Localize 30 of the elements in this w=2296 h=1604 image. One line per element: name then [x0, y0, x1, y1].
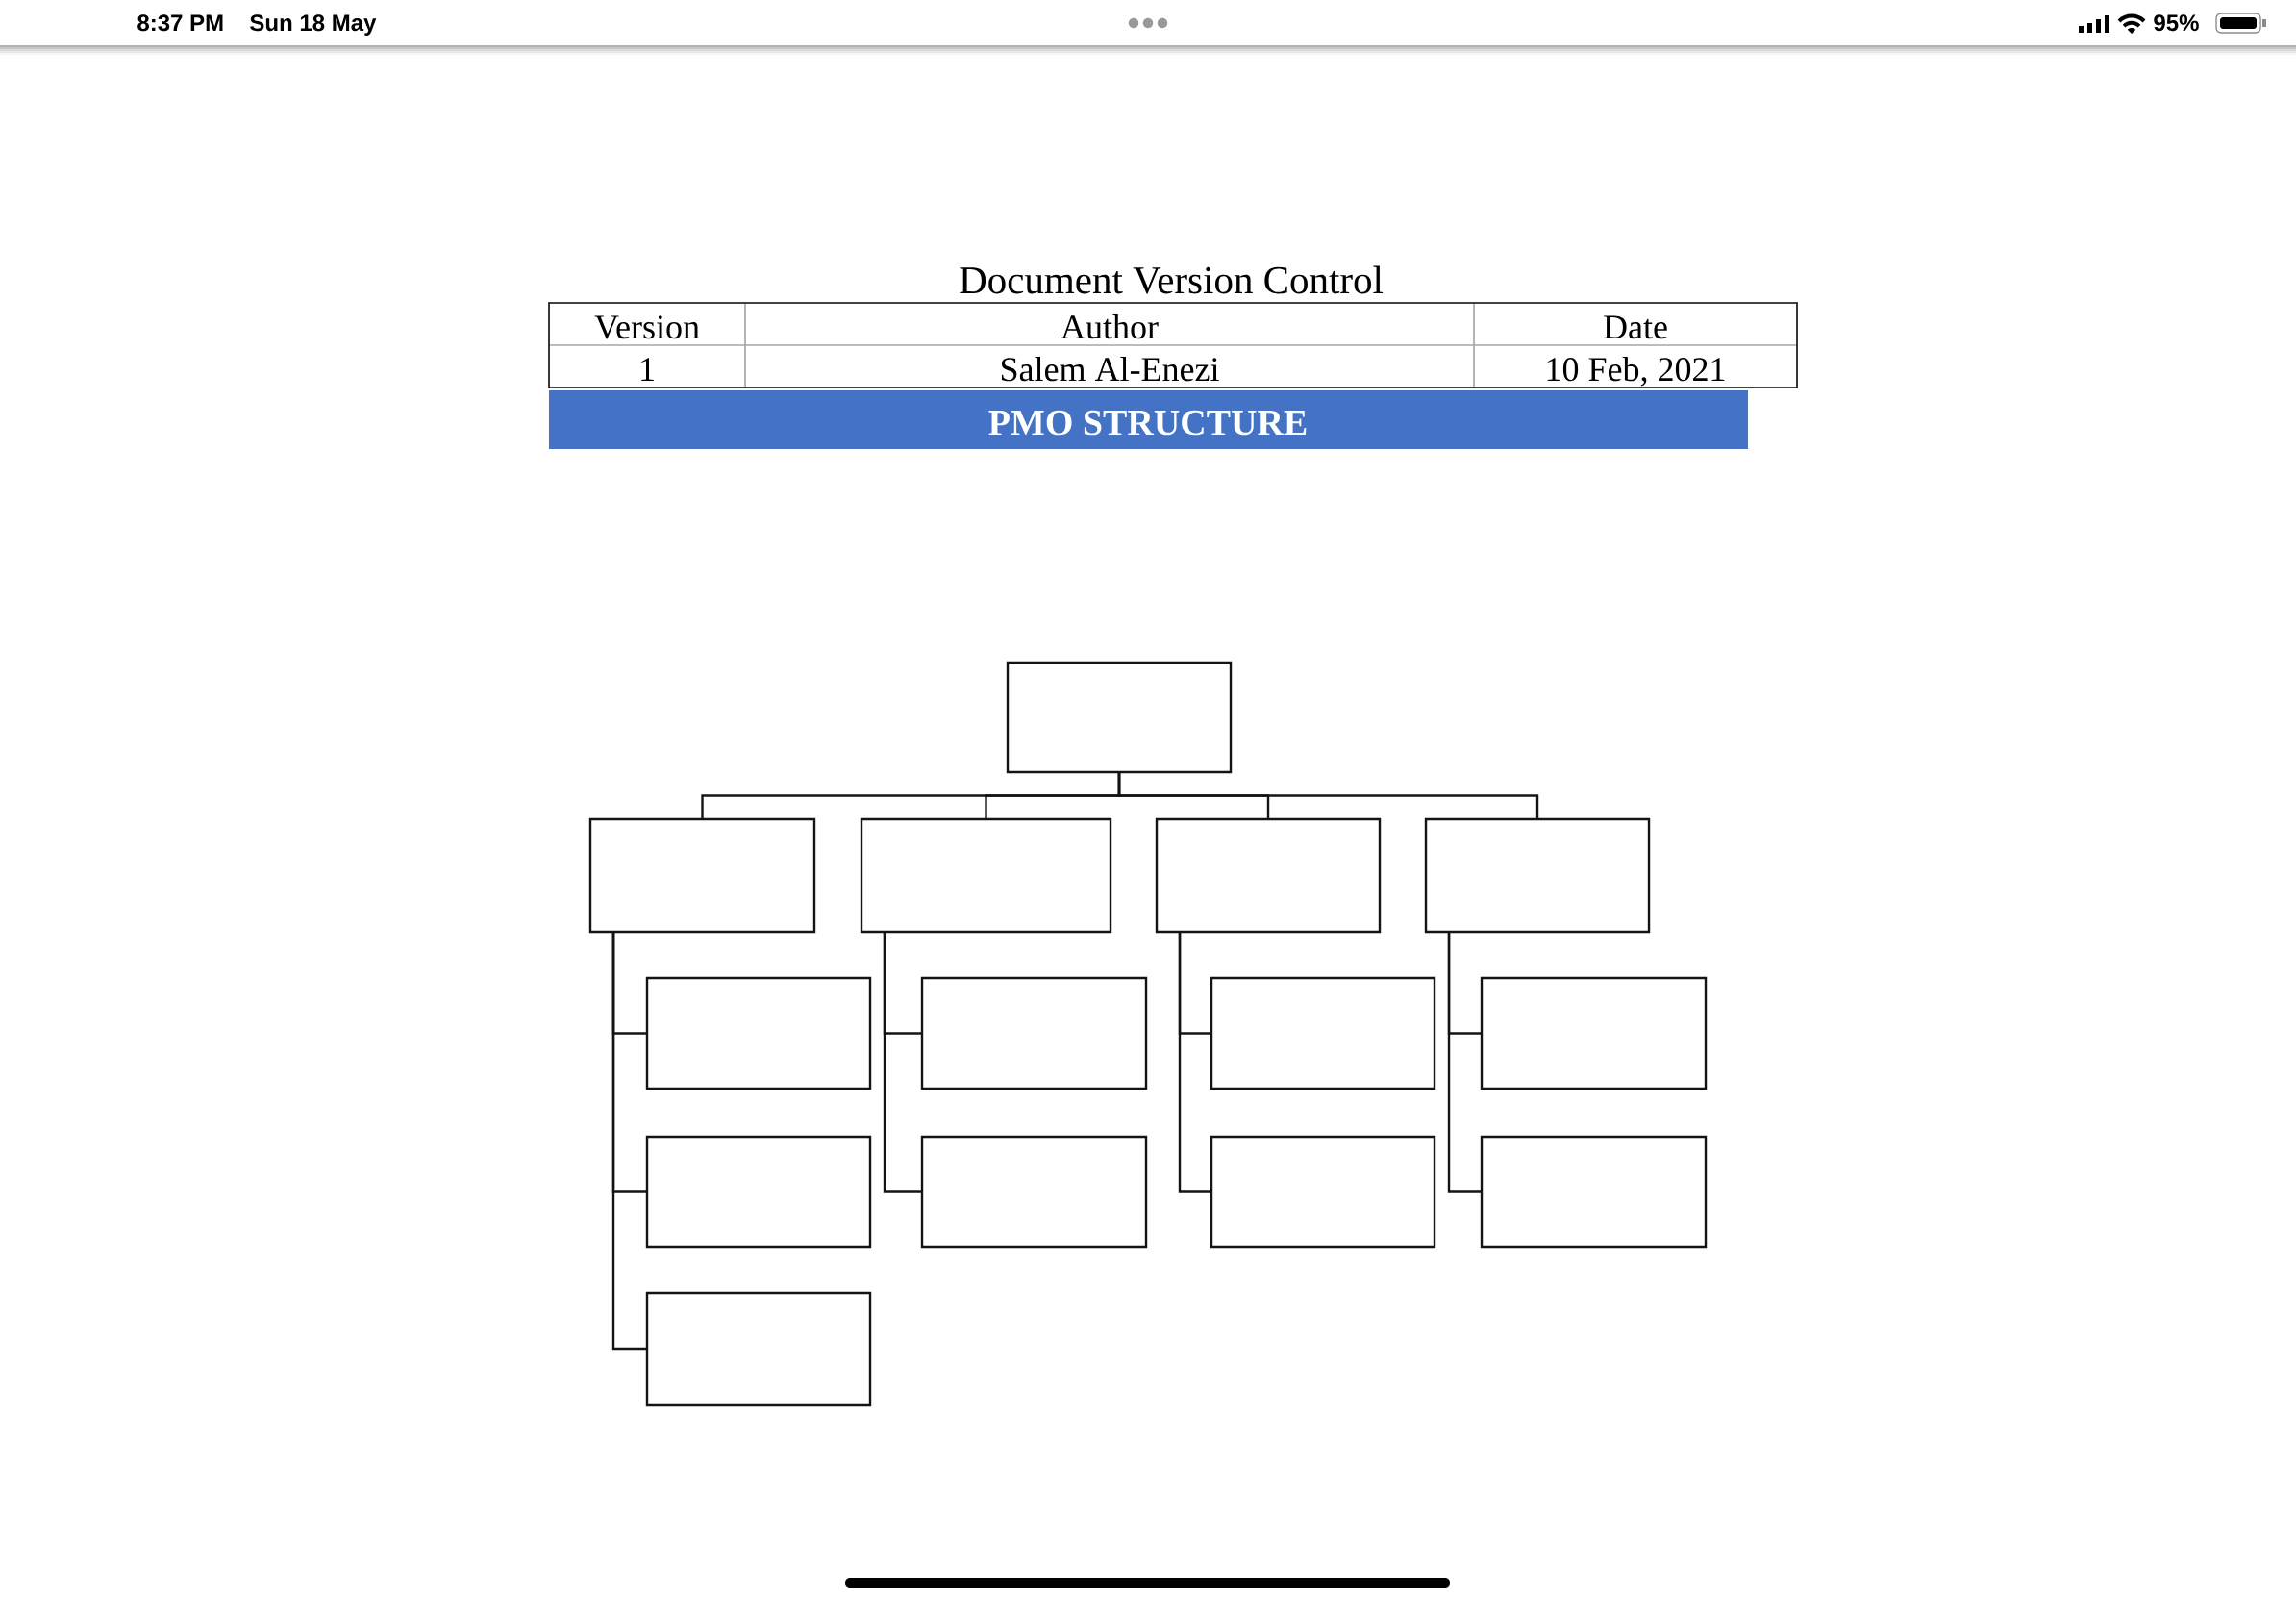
battery-percent: 95% — [2154, 14, 2199, 32]
table-title: Document Version Control — [960, 265, 1384, 294]
org-box — [1210, 1135, 1436, 1249]
connector-line — [1447, 932, 1482, 1193]
title-banner: PMO STRUCTURE — [549, 390, 1748, 449]
org-box — [1155, 817, 1382, 934]
org-box — [1480, 976, 1708, 1090]
connector-line — [1178, 932, 1211, 1193]
table-cell: Date — [1473, 302, 1798, 346]
org-box — [860, 817, 1112, 934]
connector-line — [1117, 772, 1539, 819]
org-box — [920, 976, 1148, 1090]
table-cell: 1 — [548, 344, 746, 388]
table-cell: Author — [744, 302, 1475, 346]
table-cell: Salem Al-Enezi — [744, 344, 1475, 388]
org-box — [645, 1135, 872, 1249]
org-box — [645, 976, 872, 1090]
org-box — [645, 1291, 872, 1407]
org-box — [1424, 817, 1651, 934]
table-cell: Version — [548, 302, 746, 346]
org-box — [1210, 976, 1436, 1090]
connector-line — [611, 932, 647, 1351]
org-box — [920, 1135, 1148, 1249]
org-box — [1480, 1135, 1708, 1249]
status-time: 8:37 PM — [137, 14, 223, 32]
org-box — [588, 817, 816, 934]
org-box — [1006, 661, 1233, 774]
connector-line — [883, 932, 922, 1193]
status-date: Sun 18 May — [250, 14, 377, 36]
table-cell: 10 Feb, 2021 — [1473, 344, 1798, 388]
